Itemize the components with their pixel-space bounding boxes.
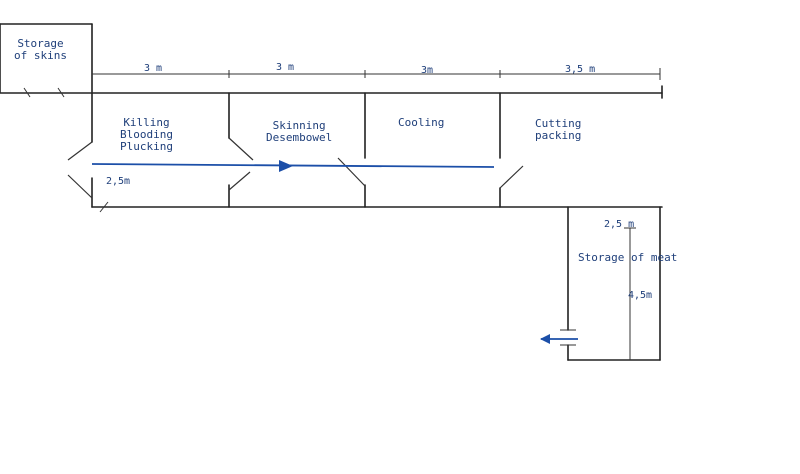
killing-room-walls [67, 92, 109, 213]
top-dimension-line [92, 68, 661, 80]
storage-skins-label: Storage of skins [14, 37, 67, 62]
killing-room-label: Killing Blooding Plucking [120, 116, 173, 153]
dimension-cutting: 3,5 m [565, 64, 596, 75]
eraser-smudge [102, 96, 220, 120]
exit-arrow [540, 334, 578, 344]
storage-meat-label: Storage of meat [578, 251, 678, 264]
partition-2 [337, 92, 366, 208]
dimension-meat-width: 2,5 m [604, 219, 635, 230]
storage-skins-room [0, 23, 93, 93]
dimension-skinning: 3 m [276, 62, 295, 73]
storage-meat-walls [560, 206, 661, 361]
process-flow-line [91, 160, 495, 172]
cooling-room-label: Cooling [398, 116, 445, 129]
partition-1 [228, 92, 254, 208]
partition-3 [499, 92, 524, 208]
skinning-room-label: Skinning Desembowel [266, 119, 333, 144]
dimension-killing: 3 m [144, 63, 163, 74]
dimension-meat-length: 4,5m [628, 290, 653, 301]
dimension-depth: 2,5m [106, 176, 131, 187]
cutting-room-label: Cutting packing [535, 117, 582, 142]
dimension-cooling: 3m [421, 65, 434, 76]
